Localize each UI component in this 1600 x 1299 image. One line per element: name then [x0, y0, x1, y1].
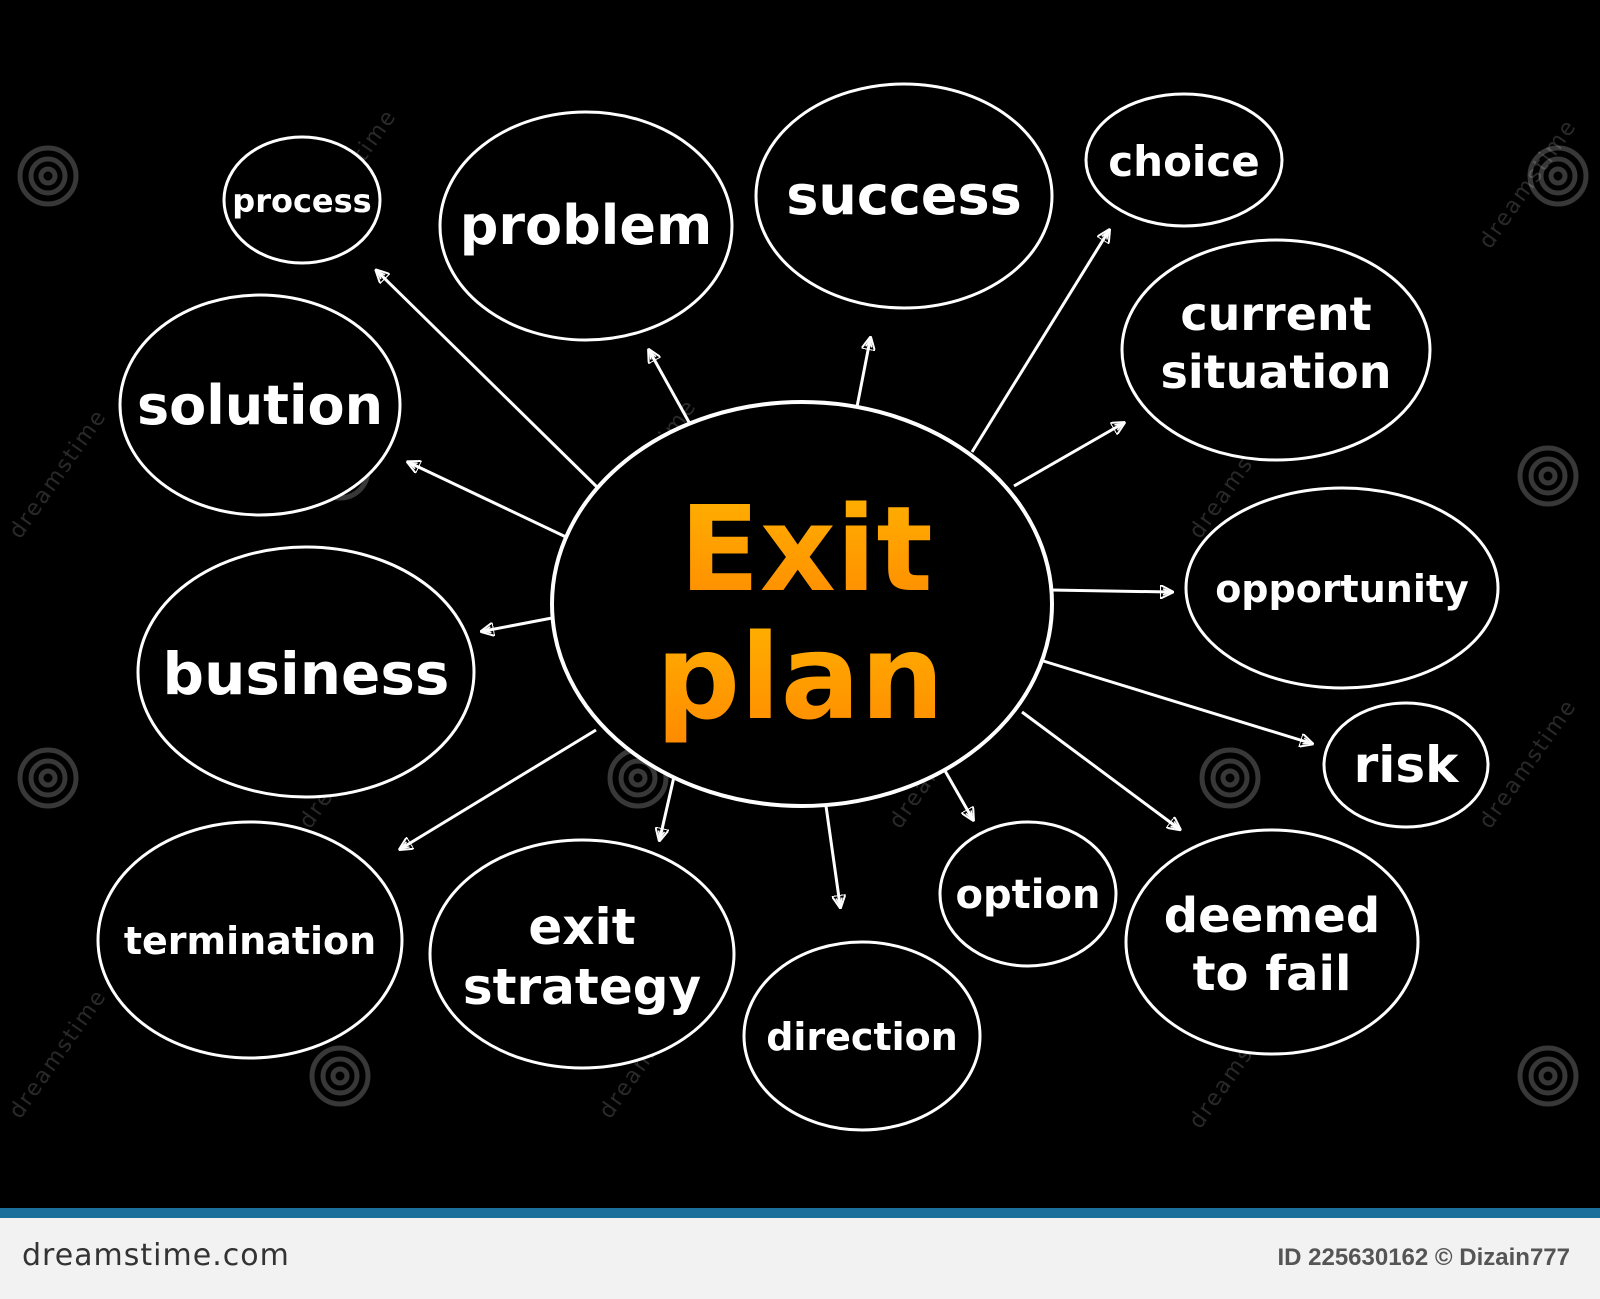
connector-opportunity	[1050, 590, 1170, 592]
node-success-shape	[754, 82, 1054, 310]
node-direction-shape	[742, 940, 982, 1132]
node-deemed-to-fail-label-line2: to fail	[1193, 946, 1352, 1002]
footer-brand-link[interactable]: dreamstime.com	[22, 1238, 290, 1273]
watermark-text: dreamstime	[4, 984, 112, 1123]
spiral-logo-icon	[1517, 445, 1579, 507]
node-risk-shape	[1322, 701, 1490, 829]
watermark-text: dreamstime	[4, 404, 112, 543]
node-choice-shape	[1084, 92, 1284, 228]
spiral-logo-icon	[17, 747, 79, 809]
node-solution-label: solution	[137, 374, 383, 437]
node-termination-label: termination	[124, 919, 376, 963]
node-process-shape	[222, 135, 382, 265]
connector-current-situation	[1013, 424, 1122, 488]
connector-choice	[970, 232, 1108, 453]
node-business-shape	[136, 545, 476, 799]
diagram-board: dreamstime dreamstime dreamstime dreamst…	[4, 82, 1589, 1134]
watermark-text: dreamstime	[1474, 114, 1582, 253]
node-labels: process problem success choice current s…	[124, 137, 1469, 1059]
node-option-shape	[938, 820, 1118, 968]
connector-process	[378, 272, 600, 490]
node-termination-shape	[96, 820, 404, 1060]
node-exit-strategy-label-line1: exit	[528, 898, 635, 956]
connectors	[378, 232, 1310, 905]
node-shapes	[96, 82, 1500, 1132]
spiral-logo-icon	[1199, 747, 1261, 809]
node-business-label: business	[163, 640, 450, 708]
footer-image-credit: ID 225630162 © Dizain777	[1277, 1244, 1570, 1271]
spiral-logo-icon	[17, 145, 79, 207]
connector-deemed-to-fail	[1021, 710, 1178, 828]
center-node-shape	[550, 400, 1054, 808]
connector-problem	[650, 352, 692, 425]
node-exit-strategy-label-line2: strategy	[463, 958, 701, 1016]
connector-termination	[402, 728, 597, 848]
node-current-situation-label-line2: situation	[1160, 345, 1391, 399]
connector-success	[854, 340, 870, 413]
spiral-logo-icon	[309, 1045, 371, 1107]
connector-risk	[1039, 658, 1310, 743]
node-problem-label: problem	[460, 194, 712, 257]
node-solution-shape	[118, 293, 402, 517]
node-deemed-to-fail-shape	[1124, 828, 1420, 1056]
spiral-logo-icon	[1517, 1045, 1579, 1107]
node-opportunity-label: opportunity	[1215, 567, 1469, 611]
center-title-line2: plan	[656, 608, 945, 746]
node-current-situation-shape	[1120, 238, 1432, 462]
node-exit-strategy-shape	[428, 838, 736, 1070]
spiral-logo-icon	[1527, 145, 1589, 207]
watermark-text: dreamstime	[1474, 694, 1582, 833]
connector-direction	[824, 805, 840, 905]
center-title-line1: Exit	[679, 480, 933, 618]
connector-business	[484, 616, 553, 631]
footer-bar: dreamstime.com ID 225630162 © Dizain777	[0, 1208, 1600, 1299]
node-problem-shape	[438, 110, 734, 342]
node-direction-label: direction	[766, 1015, 958, 1059]
node-opportunity-shape	[1184, 486, 1500, 690]
connector-exit-strategy	[660, 767, 678, 838]
node-success-label: success	[786, 164, 1022, 227]
node-risk-label: risk	[1354, 736, 1461, 794]
node-deemed-to-fail-label-line1: deemed	[1164, 888, 1380, 944]
mind-map: dreamstime dreamstime dreamstime dreamst…	[4, 82, 1589, 1133]
node-current-situation-label-line1: current	[1180, 287, 1371, 341]
node-choice-label: choice	[1108, 137, 1259, 186]
node-process-label: process	[232, 182, 371, 220]
connector-solution	[410, 463, 567, 539]
node-option-label: option	[956, 872, 1101, 918]
